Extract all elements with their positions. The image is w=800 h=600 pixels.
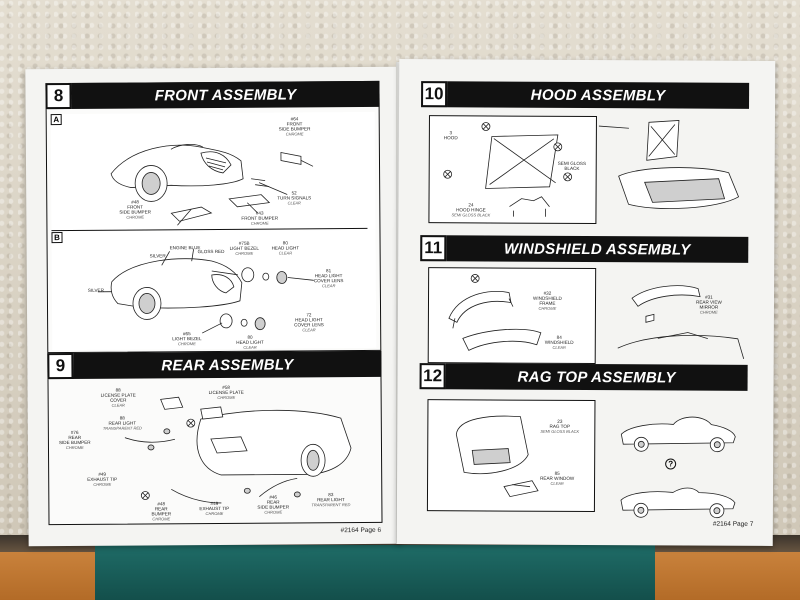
car-convertible-drawing bbox=[620, 487, 736, 519]
step-11-number: 11 bbox=[420, 235, 447, 262]
windshield-drawing bbox=[448, 274, 542, 351]
step-10-header: 10 HOOD ASSEMBLY bbox=[421, 81, 750, 109]
step-12-number: 12 bbox=[419, 363, 446, 390]
car-with-top-drawing bbox=[620, 416, 736, 453]
page-number-right: #2164 Page 7 bbox=[712, 520, 754, 528]
step-9-header: 9 REAR ASSEMBLY bbox=[47, 350, 382, 380]
label-gloss-red: GLOSS RED bbox=[197, 248, 225, 255]
rear-car-drawing bbox=[124, 396, 352, 504]
step-10-title: HOOD ASSEMBLY bbox=[530, 86, 666, 104]
step-8-header: 8 FRONT ASSEMBLY bbox=[45, 80, 380, 110]
instruction-page-right: 10 HOOD ASSEMBLY 3 HOOD SEMI GLOSS BLACK… bbox=[396, 59, 776, 546]
step-9-title: REAR ASSEMBLY bbox=[161, 355, 294, 374]
hood-drawing bbox=[443, 122, 573, 217]
table-surface-right bbox=[645, 552, 800, 600]
label-silver-top: SILVER bbox=[149, 253, 166, 259]
cutting-mat bbox=[95, 545, 655, 600]
page-number-left: #2164 Page 6 bbox=[340, 526, 382, 535]
step-11-header: 11 WINDSHIELD ASSEMBLY bbox=[420, 235, 749, 263]
step-11-title: WINDSHIELD ASSEMBLY bbox=[503, 240, 691, 259]
label-silver-left: SILVER bbox=[87, 287, 104, 293]
front-car-drawing bbox=[110, 144, 314, 226]
step-10-number: 10 bbox=[421, 81, 448, 108]
windshield-installed-drawing bbox=[617, 285, 745, 359]
step-8-number: 8 bbox=[45, 82, 72, 110]
step-12-title: RAG TOP ASSEMBLY bbox=[517, 368, 676, 386]
step-8-title: FRONT ASSEMBLY bbox=[154, 85, 297, 104]
instruction-page-left: 8 FRONT ASSEMBLY A #64 FRONT SIDE BUMPER… bbox=[25, 66, 401, 547]
step-8-panel: 8 FRONT ASSEMBLY A #64 FRONT SIDE BUMPER… bbox=[45, 80, 382, 354]
label-semi-gloss-black: SEMI GLOSS BLACK bbox=[557, 160, 587, 171]
step-12-header: 12 RAG TOP ASSEMBLY bbox=[419, 363, 748, 391]
label-engine-blue: ENGINE BLUE bbox=[169, 245, 201, 251]
headlight-car-drawing bbox=[97, 249, 314, 334]
table-surface-left bbox=[0, 552, 110, 600]
label-hood-3: 3 HOOD bbox=[443, 130, 458, 141]
step-10-panel: 10 HOOD ASSEMBLY 3 HOOD SEMI GLOSS BLACK… bbox=[420, 81, 750, 235]
step-11-panel: 11 WINDSHIELD ASSEMBLY #32 WINDSHIELD FR… bbox=[420, 235, 749, 371]
hood-installed-drawing bbox=[598, 120, 740, 209]
question-mark: ? bbox=[665, 458, 677, 470]
step-9-number: 9 bbox=[47, 352, 74, 380]
ragtop-drawing bbox=[455, 415, 539, 498]
step-8b-diagram: B ENGINE BLUE GLOSS RED #75B LIGHT BEZEL… bbox=[51, 229, 377, 351]
